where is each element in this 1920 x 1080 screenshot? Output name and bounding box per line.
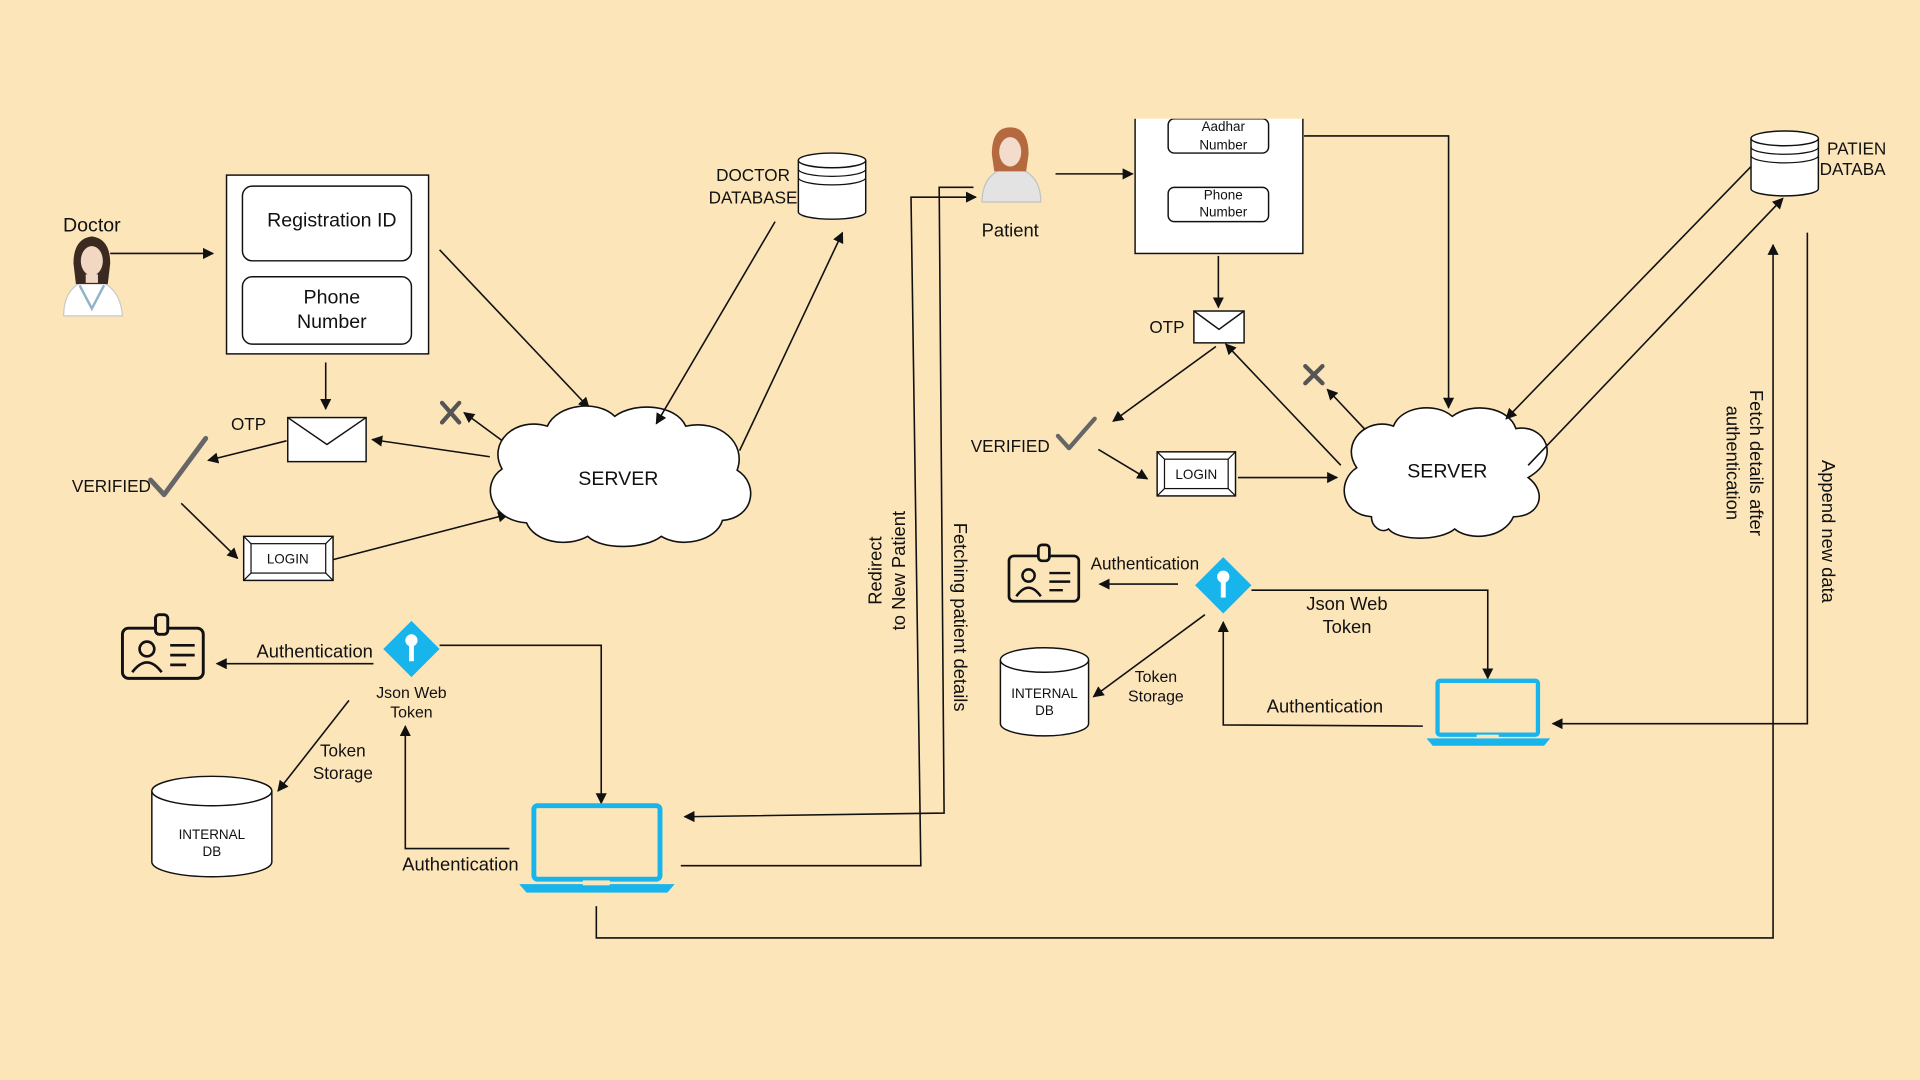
doctor-internal-db-line1: INTERNAL: [179, 827, 246, 842]
patient-jwt-label-line2: Token: [1322, 616, 1371, 637]
db-to-server-arrow: [655, 221, 776, 425]
doctor-server-label: SERVER: [578, 468, 658, 490]
doctor-db-label-line2: DATABASE: [709, 187, 798, 207]
patient-phone-label-line1: Phone: [1204, 188, 1243, 203]
form-top-crop: [1126, 97, 1311, 119]
doctor-reject-x-icon: [439, 400, 462, 425]
patient-database-icon: [1750, 130, 1820, 197]
patient-form-to-server-arrow: [1304, 135, 1455, 409]
patient-laptop-auth-label: Authentication: [1267, 696, 1383, 717]
form-to-server-arrow: [439, 249, 590, 409]
patient-otp-to-verified-arrow: [1112, 345, 1217, 422]
patient-phone-label-line2: Number: [1199, 205, 1247, 220]
patient-db-to-server-arrow: [1505, 165, 1752, 420]
doctor-id-card-icon: [120, 613, 205, 680]
patient-authentication-label: Authentication: [1091, 553, 1200, 573]
fetching-patient-details-label: Fetching patient details: [950, 523, 971, 712]
patient-phone-number-field: [1167, 186, 1270, 223]
patient-jwt-to-internal-db-arrow: [1092, 614, 1206, 698]
patient-verified-label: VERIFIED: [971, 436, 1050, 456]
doctor-otp-label: OTP: [231, 414, 266, 434]
doctor-registration-form: [225, 174, 430, 355]
patient-internal-db-line2: DB: [1035, 703, 1054, 718]
patient-token-storage-line2: Storage: [1128, 689, 1184, 706]
otp-to-verified-arrow: [207, 440, 287, 464]
doctor-label: Doctor: [63, 214, 121, 236]
patient-login-label: LOGIN: [1175, 467, 1217, 482]
doctor-token-storage-line1: Token: [320, 741, 366, 761]
doctor-internal-db-line2: DB: [202, 844, 221, 859]
patient-reject-x-icon: [1303, 363, 1325, 386]
patient-db-label-line1: PATIEN: [1827, 138, 1886, 158]
redirect-label-line1: Redirect: [865, 536, 886, 604]
patient-avatar: [981, 127, 1042, 203]
doctor-verified-label: VERIFIED: [72, 476, 151, 496]
patient-laptop-icon: [1426, 678, 1551, 746]
doctor-login-button: [242, 535, 334, 582]
patient-id-card-icon: [1007, 543, 1081, 603]
aadhar-label-line2: Number: [1199, 137, 1247, 152]
patient-db-to-laptop-arrow: [1551, 232, 1809, 730]
patient-otp-envelope-icon: [1193, 310, 1245, 344]
patient-server-cloud: [1343, 407, 1548, 539]
patient-internal-db-line1: INTERNAL: [1011, 686, 1078, 701]
patient-jwt-label-line1: Json Web: [1306, 593, 1387, 614]
redirect-to-patient-arrow: [680, 191, 978, 867]
server-to-db-arrow: [738, 231, 844, 451]
fetching-patient-details-arrow: [683, 186, 974, 823]
server-to-reject-arrow: [463, 411, 507, 444]
doctor-jwt-label-line1: Json Web: [376, 685, 447, 702]
phone-number-label-line1: Phone: [304, 287, 361, 309]
server-to-otp-arrow: [371, 435, 490, 458]
doctor-laptop-auth-label: Authentication: [402, 854, 518, 875]
doctor-token-storage-line2: Storage: [313, 763, 373, 783]
fetch-details-label-line2: authentication: [1723, 406, 1744, 520]
patient-db-label-line2: DATABA: [1820, 159, 1887, 179]
patient-label: Patient: [982, 219, 1039, 240]
doctor-database-icon: [797, 152, 867, 220]
registration-id-label: Registration ID: [267, 210, 396, 232]
doctor-avatar: [63, 236, 124, 317]
aadhar-label-line1: Aadhar: [1202, 119, 1246, 134]
patient-server-label: SERVER: [1407, 461, 1487, 483]
doctor-jwt-label-line2: Token: [390, 705, 432, 722]
login-to-server-arrow: [332, 511, 510, 561]
patient-verified-to-login-arrow: [1097, 448, 1149, 480]
fetch-details-label-line1: Fetch details after: [1746, 390, 1767, 536]
registration-id-field: [241, 185, 413, 262]
laptop-to-jwt-arrow: [399, 725, 510, 850]
patient-server-to-reject-arrow: [1326, 388, 1368, 432]
patient-jwt-to-laptop-arrow: [1251, 589, 1494, 680]
doctor-otp-envelope-icon: [287, 416, 367, 463]
laptop-to-patient-db-arrow: [595, 243, 1779, 939]
patient-checkmark-icon: [1055, 416, 1097, 451]
redirect-label-line2: to New Patient: [888, 511, 909, 630]
doctor-laptop-icon: [519, 803, 675, 893]
patient-jwt-key-icon: [1195, 557, 1252, 614]
patient-laptop-to-jwt-arrow: [1217, 620, 1423, 727]
append-new-data-label: Append new data: [1818, 460, 1839, 604]
patient-otp-label: OTP: [1149, 317, 1184, 337]
patient-registration-form: [1134, 111, 1304, 255]
patient-server-to-db-arrow: [1527, 197, 1784, 466]
doctor-checkmark-icon: [148, 435, 209, 498]
doctor-login-label: LOGIN: [267, 551, 309, 566]
patient-login-button: [1156, 451, 1237, 497]
patient-token-storage-line1: Token: [1135, 669, 1177, 686]
verified-to-login-arrow: [180, 502, 239, 560]
jwt-to-internal-db-arrow: [277, 699, 350, 792]
patient-internal-db-icon: [999, 647, 1090, 737]
doctor-db-label-line1: DOCTOR: [716, 165, 790, 185]
patient-server-to-otp-arrow: [1224, 343, 1342, 466]
jwt-to-laptop-arrow: [439, 644, 607, 805]
doctor-internal-db-icon: [151, 775, 273, 878]
phone-number-label-line2: Number: [297, 311, 367, 333]
doctor-authentication-label: Authentication: [257, 641, 373, 662]
doctor-server-cloud: [489, 405, 752, 548]
phone-number-field: [241, 276, 413, 345]
